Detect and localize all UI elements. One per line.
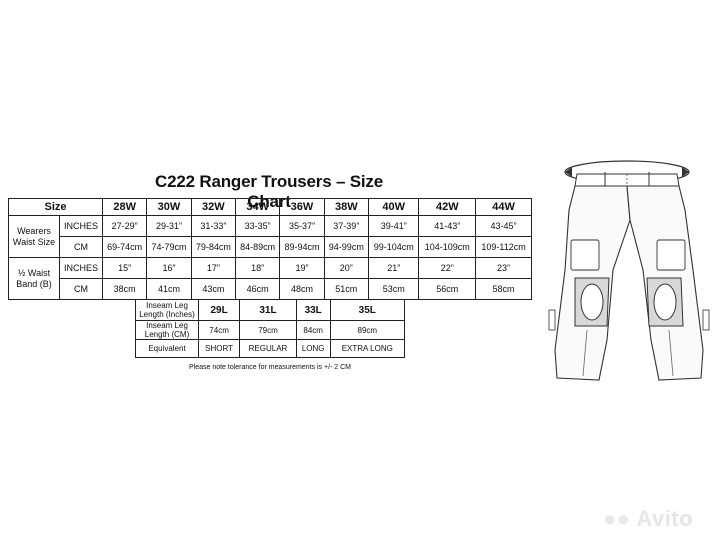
table-cell: SHORT [197,339,241,358]
table-cell: 17” [190,257,236,279]
table-cell: 74cm [197,320,241,340]
table-cell: 23” [475,257,532,279]
table-cell: 53cm [367,278,420,300]
unit-label: INCHES [59,215,103,237]
table-cell: 74-79cm [146,236,192,258]
table-cell: 18” [234,257,281,279]
inseam-col-header: 33L [295,299,331,321]
table-cell: 15” [101,257,148,279]
unit-label: CM [59,278,103,300]
table-cell: 19” [279,257,325,279]
table-cell: 37-39” [323,215,369,237]
table-row: Inseam Leg Length (CM) 74cm 79cm 84cm 89… [135,320,406,340]
table-cell: 21” [367,257,420,279]
table-cell: 39-41” [367,215,420,237]
inseam-col-header: 35L [329,299,406,321]
trousers-drawing-icon [535,150,720,400]
table-cell: 43-45” [475,215,532,237]
inseam-col-header: 29L [197,299,241,321]
table-cell: 84cm [295,320,331,340]
table-cell: 38cm [101,278,148,300]
table-row: CM 38cm 41cm 43cm 46cm 48cm 51cm 53cm 56… [9,278,532,300]
size-col-header: 40W [367,198,420,216]
unit-label: INCHES [59,257,103,279]
group-label: ½ Waist Band (B) [8,257,60,300]
table-cell: 31-33” [190,215,236,237]
table-cell: 79-84cm [190,236,236,258]
table-cell: 109-112cm [475,236,532,258]
watermark-text: Avito [636,506,694,531]
size-table: Size 28W 30W 32W 34W 36W 38W 40W 42W 44W… [8,198,532,300]
row-label: Inseam Leg Length (CM) [135,320,199,340]
size-col-header: 28W [101,198,148,216]
table-row: ½ Waist Band (B) INCHES 15” 16” 17” 18” … [8,257,532,300]
table-row: CM 69-74cm 74-79cm 79-84cm 84-89cm 89-94… [9,236,532,258]
tolerance-note: Please note tolerance for measurements i… [188,364,352,371]
inseam-table: Inseam Leg Length (Inches) 29L 31L 33L 3… [135,299,406,358]
table-cell: REGULAR [239,339,297,358]
table-cell: 89cm [329,320,406,340]
table-cell: 56cm [418,278,477,300]
table-cell: 41-43” [418,215,477,237]
table-cell: 51cm [323,278,369,300]
size-col-header: 42W [418,198,477,216]
table-cell: 16” [146,257,192,279]
inseam-header-row: Inseam Leg Length (Inches) 29L 31L 33L 3… [135,299,406,321]
size-header-row: Size 28W 30W 32W 34W 36W 38W 40W 42W 44W [8,198,532,216]
inseam-header-label: Inseam Leg Length (Inches) [135,299,199,321]
avito-logo-icon: ●● [603,506,631,531]
size-col-header: 38W [323,198,369,216]
table-row: Equivalent SHORT REGULAR LONG EXTRA LONG [135,339,406,358]
table-cell: 99-104cm [367,236,420,258]
table-row: Wearers Waist Size INCHES 27-29” 29-31” … [8,215,532,258]
table-cell: 89-94cm [279,236,325,258]
table-cell: 43cm [190,278,236,300]
size-col-header: 30W [146,198,192,216]
table-cell: 104-109cm [418,236,477,258]
group-label: Wearers Waist Size [8,215,60,258]
size-col-header: 32W [190,198,236,216]
table-cell: 29-31” [146,215,192,237]
table-cell: 41cm [146,278,192,300]
table-cell: 46cm [234,278,281,300]
avito-watermark: ●● Avito [603,506,693,532]
table-cell: 94-99cm [323,236,369,258]
size-col-header: 34W [234,198,281,216]
table-cell: 58cm [475,278,532,300]
table-cell: 48cm [279,278,325,300]
unit-label: CM [59,236,103,258]
table-cell: 33-35” [234,215,281,237]
table-cell: 69-74cm [101,236,148,258]
table-cell: 20” [323,257,369,279]
table-cell: 84-89cm [234,236,281,258]
table-cell: 22” [418,257,477,279]
inseam-col-header: 31L [239,299,297,321]
table-cell: LONG [295,339,331,358]
size-col-header: 44W [475,198,532,216]
size-header-label: Size [8,198,103,216]
table-cell: 27-29” [101,215,148,237]
table-cell: 79cm [239,320,297,340]
size-col-header: 36W [279,198,325,216]
table-cell: EXTRA LONG [329,339,406,358]
table-cell: 35-37” [279,215,325,237]
row-label: Equivalent [135,339,199,358]
